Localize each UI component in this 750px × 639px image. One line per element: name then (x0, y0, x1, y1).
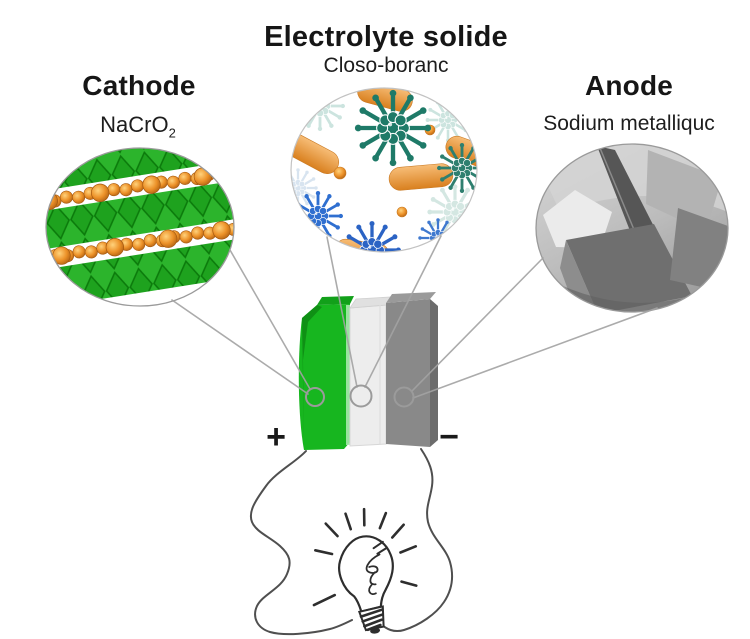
anode-callout-circle (535, 143, 729, 313)
cathode-formula: NaCrO2 (100, 112, 176, 140)
cathode-structure-illustration (46, 148, 234, 306)
electrolyte-structure-illustration (291, 88, 477, 252)
circuit-wire-right (380, 448, 453, 633)
circuit-wire-left (249, 450, 353, 636)
electrolyte-material-label: Closo-boranc (323, 54, 449, 77)
bulb-filament (365, 540, 387, 595)
positive-terminal-label: + (266, 418, 286, 456)
cathode-green-layer (46, 178, 234, 252)
cathode-callout-circle (45, 147, 235, 307)
cathode-formula-subscript: 2 (168, 125, 176, 141)
magnifier-loops (305, 384, 415, 408)
cathode-loop (305, 387, 325, 407)
anode-material-label: Sodium metalliquc (543, 112, 715, 135)
cathode-title: Cathode (82, 70, 196, 101)
battery-electrolyte-layer (349, 296, 392, 447)
bulb-base (357, 605, 385, 634)
light-bulb-icon (312, 507, 418, 634)
bulb-rays (312, 507, 418, 607)
battery-anode-layer (386, 292, 438, 447)
anode-loop (393, 386, 415, 408)
anode-title: Anode (584, 70, 674, 101)
bulb-glass (338, 535, 394, 613)
negative-terminal-label: − (439, 418, 459, 456)
electrolyte-callout-circle (290, 87, 478, 253)
cathode-green-layer (46, 236, 234, 306)
battery-cathode-layer (298, 296, 354, 450)
cathode-formula-base: NaCrO (100, 112, 169, 137)
electrolyte-title: Electrolyte solide (264, 21, 508, 53)
electrolyte-loop (349, 384, 373, 408)
cathode-green-layer (46, 148, 234, 195)
battery-cell-graphic (298, 292, 438, 450)
callout-lines (171, 235, 658, 399)
anode-photo-illustration (536, 144, 728, 312)
